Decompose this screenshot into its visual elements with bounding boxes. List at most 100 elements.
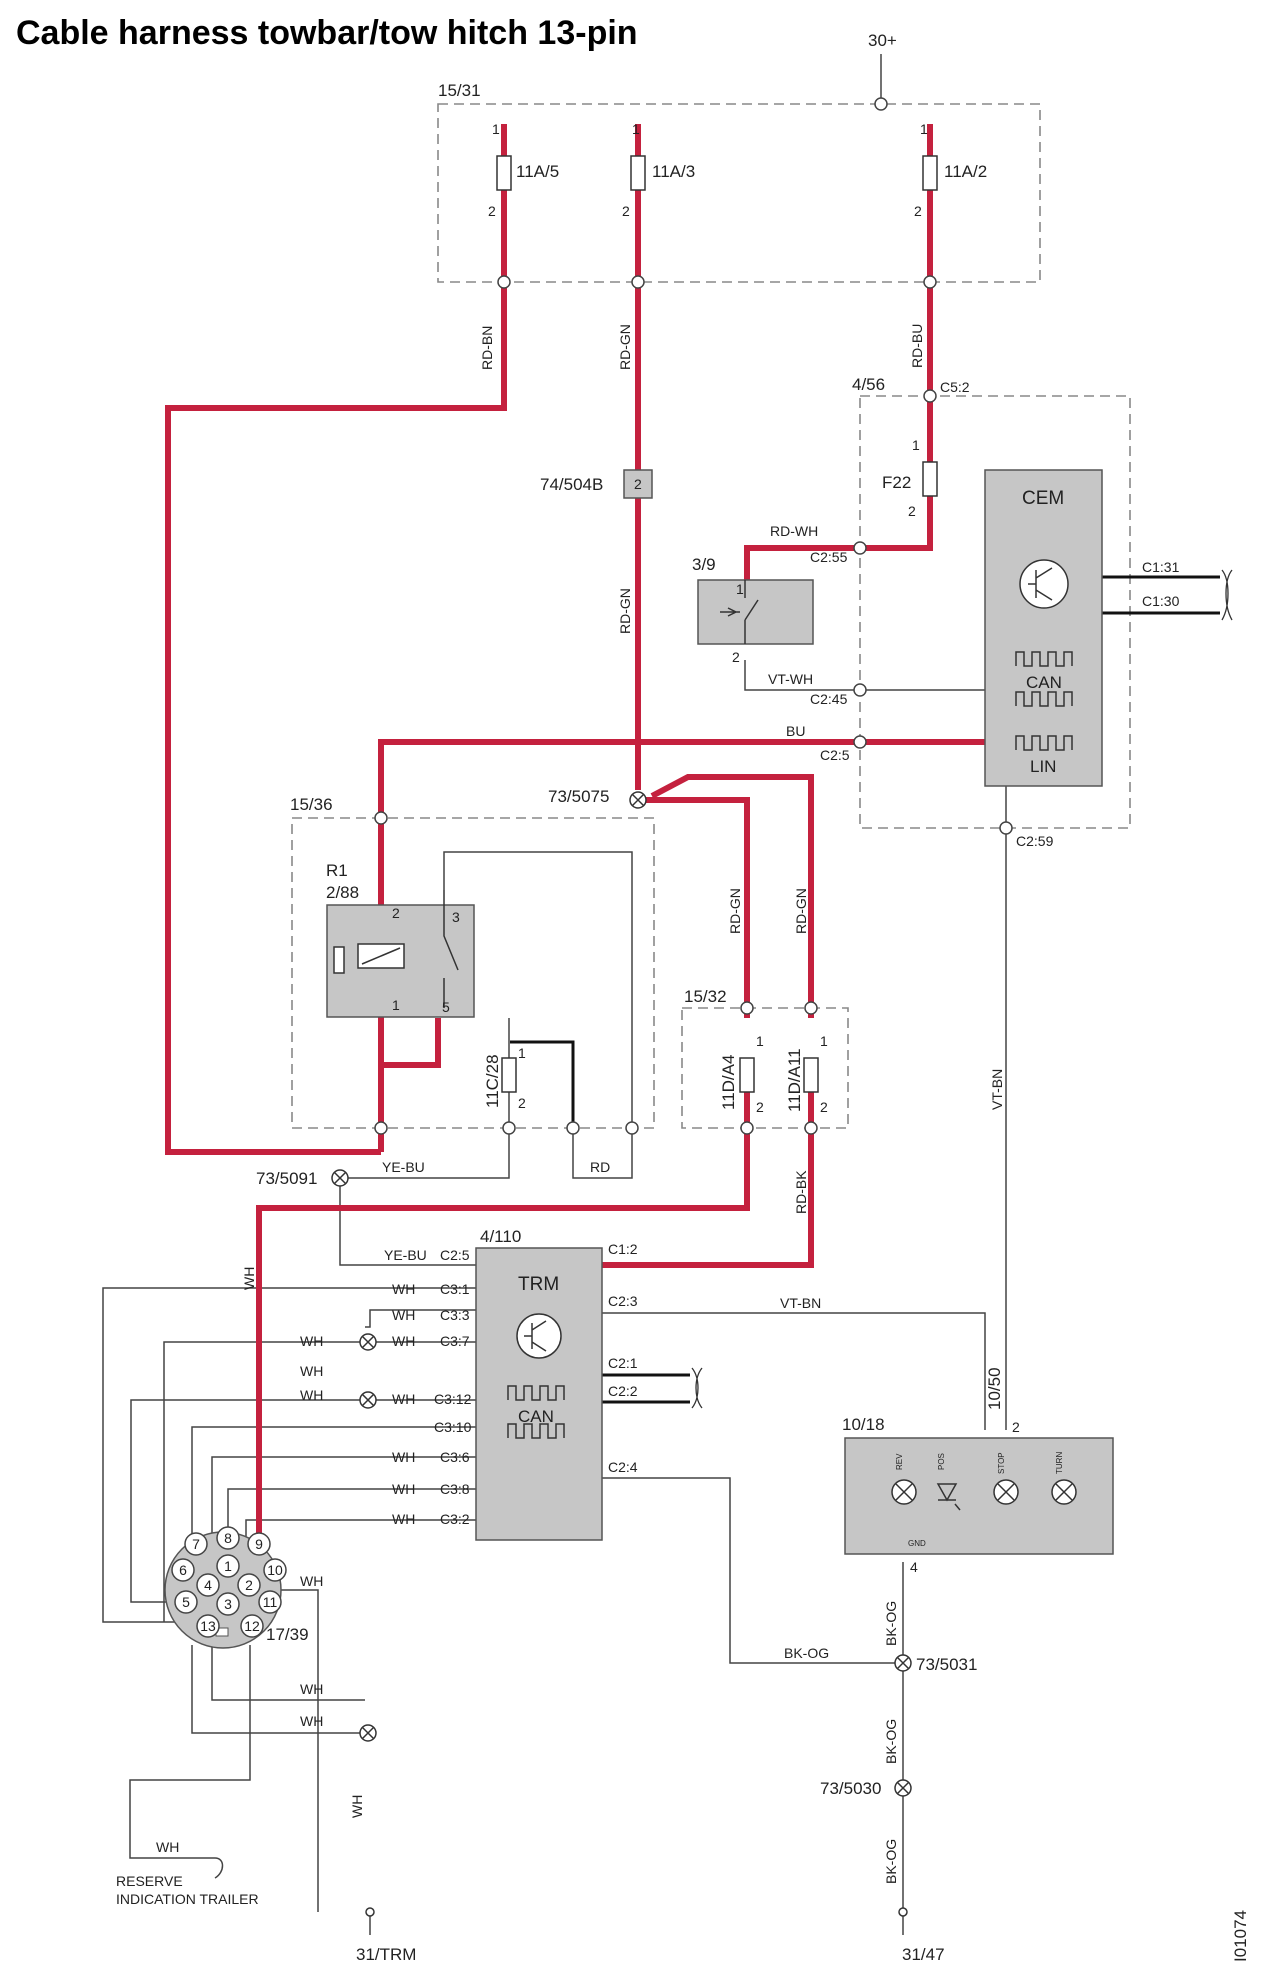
signal-wires (102, 54, 1220, 1935)
lamp-pos-icon (936, 1483, 961, 1511)
wh-label: WH (300, 1363, 323, 1379)
socket-pin-10 (263, 1558, 287, 1582)
wire-rd-wh-label: RD-WH (770, 523, 818, 539)
socket-pin-label: 10 (267, 1562, 283, 1578)
lamp-rev-label: REV (895, 1453, 904, 1470)
wire-bk-og-label: BK-OG (883, 1601, 899, 1646)
wire-rd-gn-label: RD-GN (727, 888, 743, 934)
socket-pin-6 (171, 1558, 195, 1582)
wire-rd-gn-label: RD-GN (617, 588, 633, 634)
lamp-turn-icon (1051, 1479, 1077, 1505)
wire-bu-label: BU (786, 723, 805, 739)
fuse-11c28 (501, 1057, 517, 1093)
wire-bk-og-label: BK-OG (784, 1645, 829, 1661)
splice-wh-3-icon (359, 1724, 377, 1742)
pin-label: 1 (632, 121, 640, 137)
pin-label: 2 (908, 503, 916, 519)
socket-pin-label: 6 (179, 1562, 187, 1578)
pin-label: 2 (518, 1095, 526, 1111)
socket-pin-1 (216, 1554, 240, 1578)
trm-label: TRM (518, 1274, 559, 1295)
pin-label: 2 (488, 203, 496, 219)
wire-rd-bu-label: RD-BU (909, 324, 925, 368)
lamp-pos-label: POS (937, 1453, 946, 1470)
splice-73-5031-label: 73/5031 (916, 1655, 977, 1674)
socket-pin-3 (216, 1592, 240, 1616)
pin-label: 1 (392, 997, 400, 1013)
socket-pin-label: 4 (204, 1577, 212, 1593)
splice-73-5075-label: 73/5075 (548, 787, 609, 806)
fusebox-15-32-outline (681, 1007, 849, 1129)
cem-c1-31-label: C1:31 (1142, 559, 1180, 575)
trm-c3-3-label: C3:3 (440, 1307, 470, 1323)
splice-nodes (331, 791, 912, 1797)
splice-74-504b-pin: 2 (634, 476, 642, 492)
fusebox-15-31-outline (437, 103, 1041, 283)
fusebox-15-32-label: 15/32 (684, 987, 727, 1006)
fuses (496, 155, 938, 1093)
figure-id-label: I01074 (1231, 1910, 1250, 1962)
trm-c2-5-label: C2:5 (440, 1247, 470, 1263)
conn-10-50-label: 10/50 (985, 1367, 1004, 1410)
fuse-11c28-label: 11C/28 (483, 1054, 502, 1108)
pin-label: 2 (732, 649, 740, 665)
trm-c1-2-label: C1:2 (608, 1241, 638, 1257)
socket-pin-7 (184, 1532, 208, 1556)
wh-label: WH (392, 1307, 415, 1323)
wire-rd-gn-label: RD-GN (617, 324, 633, 370)
socket-pin-label: 1 (224, 1558, 232, 1574)
splice-74-504b-label: 74/504B (540, 475, 603, 494)
socket-pin-label: 11 (263, 1594, 278, 1610)
wire-vt-wh-label: VT-WH (768, 671, 813, 687)
fuse-f22 (922, 461, 938, 497)
relay-r1-label: R1 (326, 861, 348, 880)
fuse-11a2-label: 11A/2 (944, 162, 987, 181)
pin-label: 1 (736, 581, 744, 597)
socket-pin-5 (174, 1590, 198, 1614)
switch-contact-icon (720, 580, 759, 644)
fuse-11a5 (496, 155, 512, 191)
trm-module (475, 1247, 603, 1541)
relay-coil-icon (333, 890, 459, 1008)
splice-74-504b-box (623, 469, 653, 499)
wire-bk-og-label: BK-OG (883, 1719, 899, 1764)
relay-box-label: 15/36 (290, 795, 333, 814)
ground-31-trm-label: 31/TRM (356, 1945, 416, 1964)
socket-pin-label: 5 (182, 1594, 190, 1610)
conn-c2-59-label: C2:59 (1016, 833, 1054, 849)
pin-label: 2 (756, 1099, 764, 1115)
trm-c2-3-label: C2:3 (608, 1293, 638, 1309)
splice-73-5075-icon (629, 791, 647, 809)
trm-c2-4-label: C2:4 (608, 1459, 638, 1475)
switch-3-9-body (697, 579, 814, 645)
pin-label: 1 (492, 121, 500, 137)
wh-label: WH (392, 1333, 415, 1349)
fuse-f22-label: F22 (882, 473, 911, 492)
fuse-11da11-label: 11D/A11 (785, 1048, 804, 1112)
wh-label: WH (392, 1391, 415, 1407)
relay-2-88-label: 2/88 (326, 883, 359, 902)
page-title: Cable harness towbar/tow hitch 13-pin (16, 14, 638, 52)
splice-73-5030-icon (894, 1779, 912, 1797)
wh-label: WH (156, 1839, 179, 1855)
switch-3-9-label: 3/9 (692, 555, 716, 574)
splice-wh-1-icon (359, 1333, 377, 1351)
socket-pin-11 (258, 1590, 282, 1614)
wire-wh-label: WH (241, 1267, 257, 1290)
socket-pin-label: 12 (244, 1618, 260, 1634)
cem-c1-30-label: C1:30 (1142, 593, 1180, 609)
relay-box-15-36-outline (291, 817, 655, 1129)
wh-label: WH (392, 1281, 415, 1297)
wh-label: WH (392, 1449, 415, 1465)
lamp-turn-label: TURN (1055, 1452, 1064, 1474)
pin-label: 2 (1012, 1419, 1020, 1435)
fusebox-15-31-label: 15/31 (438, 81, 481, 100)
fuse-11a5-label: 11A/5 (516, 162, 559, 181)
can-waveform-icon (507, 651, 1073, 1439)
wire-bk-og-label: BK-OG (883, 1839, 899, 1884)
cem-label: CEM (1022, 488, 1064, 509)
trm-c3-2-label: C3:2 (440, 1511, 470, 1527)
socket-pin-label: 9 (255, 1536, 263, 1552)
reserve-line1: RESERVE (116, 1873, 183, 1889)
